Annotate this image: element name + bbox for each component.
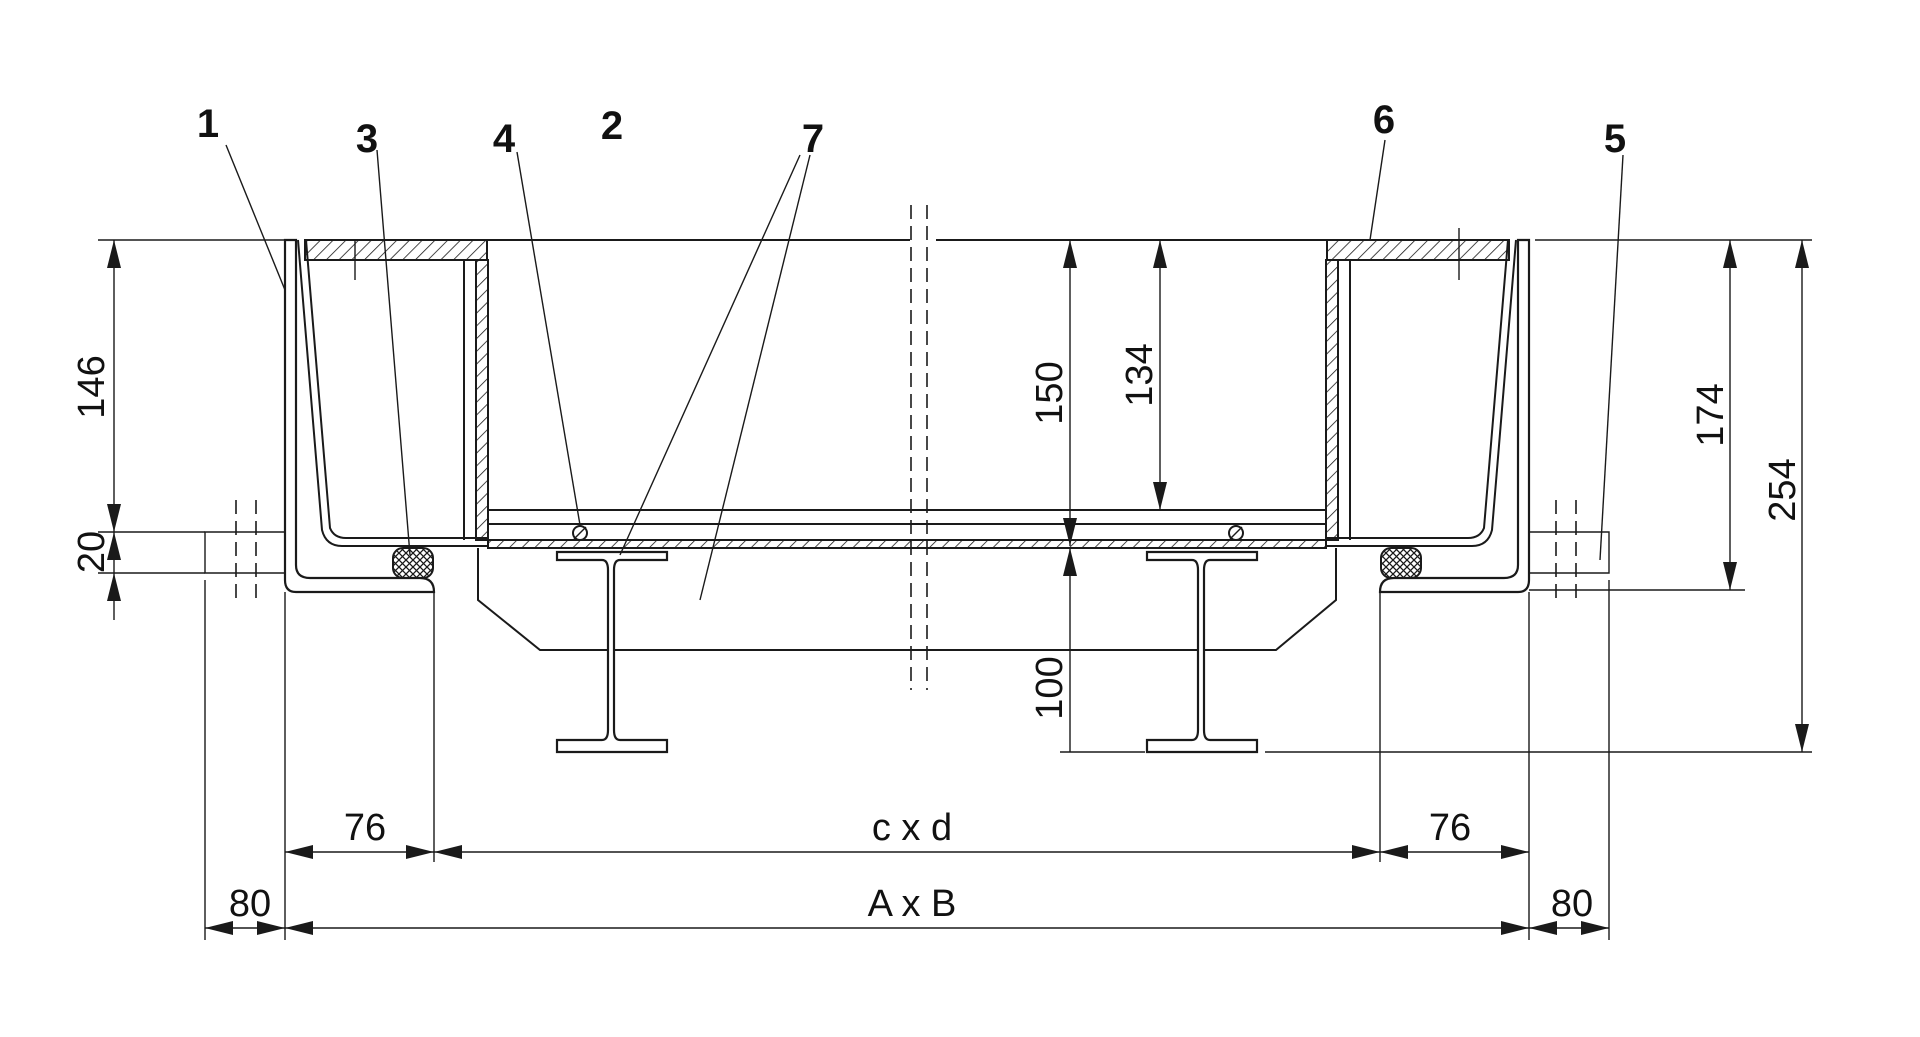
tray-bottom-plate (487, 539, 1327, 549)
callout-4: 4 (493, 117, 516, 161)
left-tray-wall (297, 239, 488, 547)
dim-A-x-B: A x B (868, 883, 957, 925)
dim-100: 100 (1029, 656, 1071, 719)
left-tray-wall-inner (305, 239, 488, 539)
left-frame-wall (283, 238, 436, 594)
right-rod-icon (1228, 525, 1244, 541)
right-cover-plate (1326, 239, 1510, 261)
callout-3: 3 (356, 117, 378, 161)
dim-horizontal (204, 580, 1610, 940)
left-gasket (392, 547, 434, 579)
support-bracket (477, 548, 1337, 651)
dim-150: 150 (1029, 361, 1071, 424)
dim-76-right: 76 (1429, 807, 1471, 849)
right-frame (1325, 228, 1610, 605)
dim-80-left: 80 (229, 883, 271, 925)
dim-80-right: 80 (1551, 883, 1593, 925)
dim-c-x-d: c x d (872, 807, 952, 849)
dim-right-vertical (1265, 239, 1812, 753)
left-frame (204, 238, 489, 605)
left-cover-plate (304, 239, 488, 261)
dim-254: 254 (1762, 458, 1804, 521)
right-frame-wall (1378, 238, 1531, 594)
dim-20: 20 (71, 531, 113, 573)
tray-bottom (487, 239, 1327, 549)
dim-174: 174 (1690, 383, 1732, 446)
dim-76-left: 76 (344, 807, 386, 849)
dim-146: 146 (71, 355, 113, 418)
right-inner-plate (1325, 259, 1339, 541)
right-i-beam (1145, 550, 1259, 754)
callout-7: 7 (802, 117, 824, 161)
callout-2: 2 (601, 104, 623, 148)
callout-leaders (225, 139, 1624, 601)
left-i-beam (555, 550, 669, 754)
dim-134: 134 (1119, 343, 1161, 406)
right-tray-wall-inner (1326, 239, 1509, 539)
callout-1: 1 (197, 102, 219, 146)
callout-6: 6 (1373, 98, 1395, 142)
right-gasket (1380, 547, 1422, 579)
dim-center-vertical (1060, 240, 1167, 753)
right-tray-wall (1326, 239, 1517, 547)
dim-left-vertical (98, 239, 285, 620)
left-inner-plate (475, 259, 489, 541)
callout-5: 5 (1604, 117, 1626, 161)
left-rod-icon (572, 525, 588, 541)
